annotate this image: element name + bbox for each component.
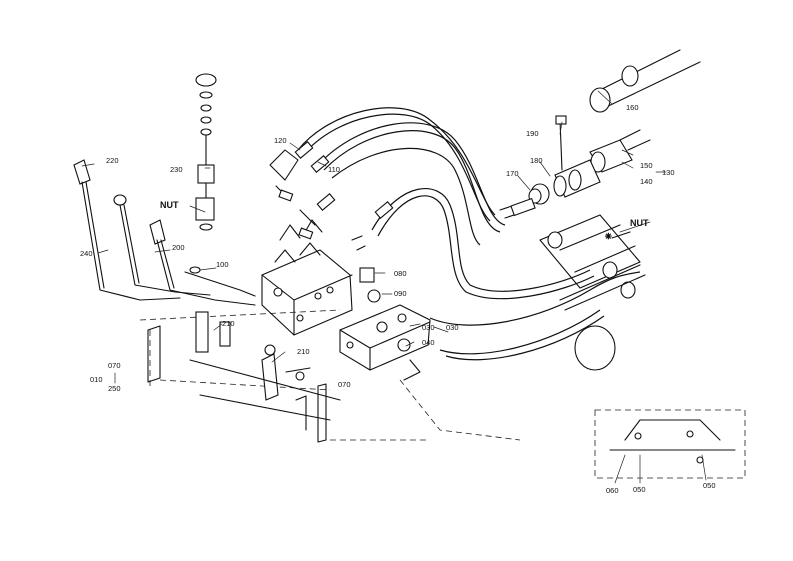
cylinder-assembly: ✳ xyxy=(499,49,701,371)
control-levers xyxy=(73,159,256,306)
callout-120: 120 xyxy=(274,136,287,145)
callout-210b: 210 xyxy=(297,347,310,356)
hose-fittings xyxy=(278,141,394,240)
callout-190: 190 xyxy=(526,129,539,138)
callout-130: 130 xyxy=(662,168,675,177)
callout-050a: 050 xyxy=(633,485,646,494)
leader-lines xyxy=(81,90,667,384)
callout-070: 070 xyxy=(108,361,121,370)
lever-stack xyxy=(195,73,217,231)
callout-090: 090 xyxy=(394,289,407,298)
callout-170: 170 xyxy=(506,169,519,178)
callout-160: 160 xyxy=(626,103,639,112)
hydraulic-hoses xyxy=(297,107,641,361)
callout-180: 180 xyxy=(530,156,543,165)
callout-070b: 070 xyxy=(338,380,351,389)
callout-110: 110 xyxy=(328,165,340,174)
secondary-valve xyxy=(339,235,431,381)
callout-060: 060 xyxy=(606,486,619,495)
callout-230: 230 xyxy=(170,165,183,174)
linkage-brackets xyxy=(139,309,521,443)
svg-text:✳: ✳ xyxy=(605,232,612,241)
callout-nut-left: NUT xyxy=(160,200,179,210)
callout-220: 220 xyxy=(106,156,119,165)
callout-010: 010 xyxy=(90,375,103,384)
callout-150: 150 xyxy=(640,161,653,170)
callout-100: 100 xyxy=(216,260,229,269)
callout-030a: 030 xyxy=(422,323,435,332)
callout-080: 080 xyxy=(394,269,407,278)
callout-240: 240 xyxy=(80,249,93,258)
control-valve-block xyxy=(261,149,353,336)
callout-250: 250 xyxy=(108,384,121,393)
callout-040: 040 xyxy=(422,338,435,347)
callout-nut-right: NUT xyxy=(630,218,649,228)
callout-labels: 220 240 200 100 230 NUT 120 110 080 090 … xyxy=(80,103,716,495)
inset-detail xyxy=(594,409,746,484)
callout-030b: 030 xyxy=(446,323,459,332)
callout-200: 200 xyxy=(172,243,185,252)
callout-140: 140 xyxy=(640,177,653,186)
callout-050b: 050 xyxy=(703,481,716,490)
callout-210a: 210 xyxy=(222,319,235,328)
